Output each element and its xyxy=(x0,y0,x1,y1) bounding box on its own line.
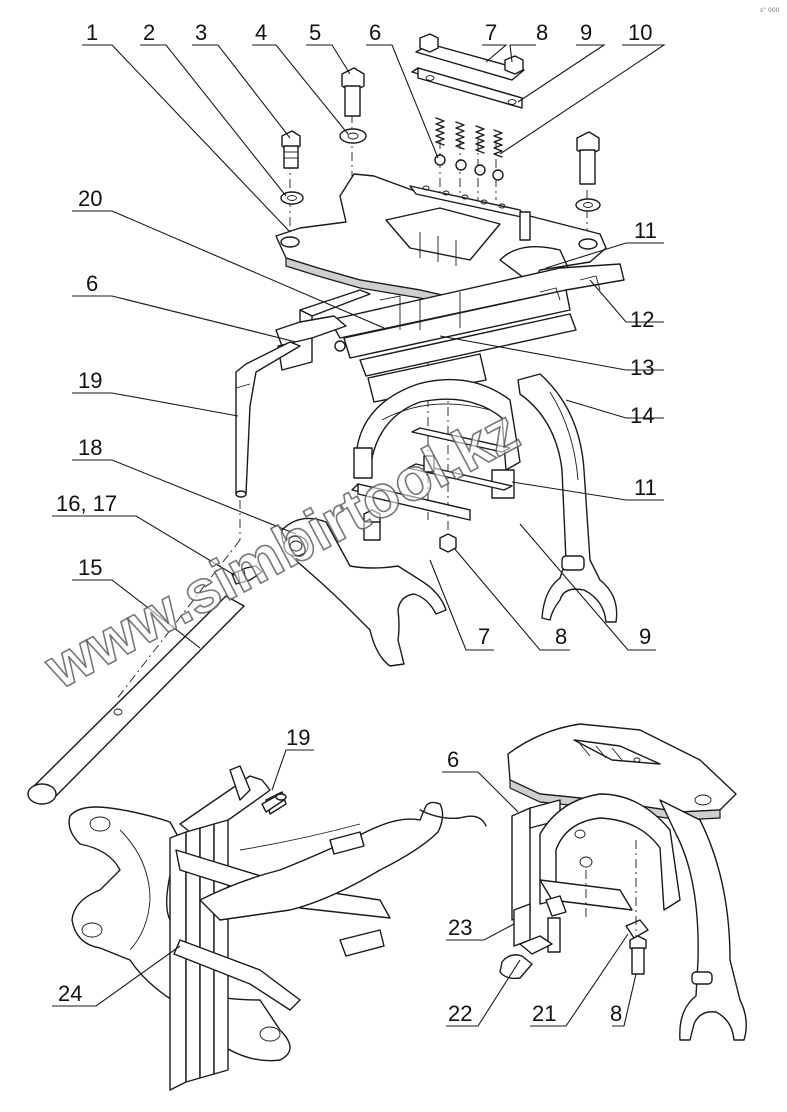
callout-1: 1 xyxy=(86,20,98,45)
callout-7-bottom: 7 xyxy=(478,624,490,649)
callout-6-right: 6 xyxy=(447,747,459,772)
callout-8-bottom: 8 xyxy=(555,624,567,649)
callout-12: 12 xyxy=(630,307,654,332)
bolt-5 xyxy=(341,67,365,117)
callout-24: 24 xyxy=(58,981,82,1006)
shift-fork-14 xyxy=(517,373,618,623)
callout-8-top: 8 xyxy=(536,20,548,45)
callout-11-lower: 11 xyxy=(634,475,657,500)
callout-19-left: 19 xyxy=(78,368,102,393)
callout-labels: 1 2 3 4 5 6 7 8 9 10 11 12 13 14 11 20 6… xyxy=(56,20,657,1026)
corner-mark: s° 000 xyxy=(760,7,780,14)
callout-4: 4 xyxy=(255,20,267,45)
callout-22: 22 xyxy=(448,1001,472,1026)
washer-4 xyxy=(339,128,367,144)
callout-11-upper: 11 xyxy=(634,218,657,243)
leader-lines xyxy=(52,44,666,1027)
callout-14: 14 xyxy=(630,403,654,428)
grease-fitting-16-17 xyxy=(231,565,263,585)
bolt-3 xyxy=(281,130,301,169)
washer-2 xyxy=(280,191,304,205)
shift-rails xyxy=(299,263,625,403)
bolt-right xyxy=(576,131,600,185)
springs-10 xyxy=(434,117,504,181)
callout-13: 13 xyxy=(630,355,654,380)
shaft-15 xyxy=(27,595,245,805)
callout-19-lower: 19 xyxy=(286,725,310,750)
callout-18: 18 xyxy=(78,435,102,460)
callout-6-left: 6 xyxy=(86,271,98,296)
assembly-right xyxy=(499,723,747,1041)
callout-8-right: 8 xyxy=(610,1001,622,1026)
callout-7-top: 7 xyxy=(485,20,497,45)
callout-5: 5 xyxy=(309,20,321,45)
callout-21: 21 xyxy=(532,1001,556,1026)
callout-20: 20 xyxy=(78,186,102,211)
washer-right xyxy=(575,198,601,212)
callout-9-bottom: 9 xyxy=(639,624,651,649)
lower-plates xyxy=(351,427,513,553)
callout-2: 2 xyxy=(143,20,155,45)
rod-19-lower xyxy=(261,793,287,813)
callout-9-top: 9 xyxy=(580,20,592,45)
callout-23: 23 xyxy=(448,915,472,940)
retainer-plate-top xyxy=(411,33,525,109)
callout-15: 15 xyxy=(78,555,102,580)
callout-6-top: 6 xyxy=(369,20,381,45)
callout-10: 10 xyxy=(628,20,652,45)
shift-lever-18 xyxy=(281,517,447,667)
assembly-24 xyxy=(68,765,487,1091)
rod-19-top xyxy=(235,341,301,498)
callout-16-17: 16, 17 xyxy=(56,491,117,516)
callout-3: 3 xyxy=(195,20,207,45)
